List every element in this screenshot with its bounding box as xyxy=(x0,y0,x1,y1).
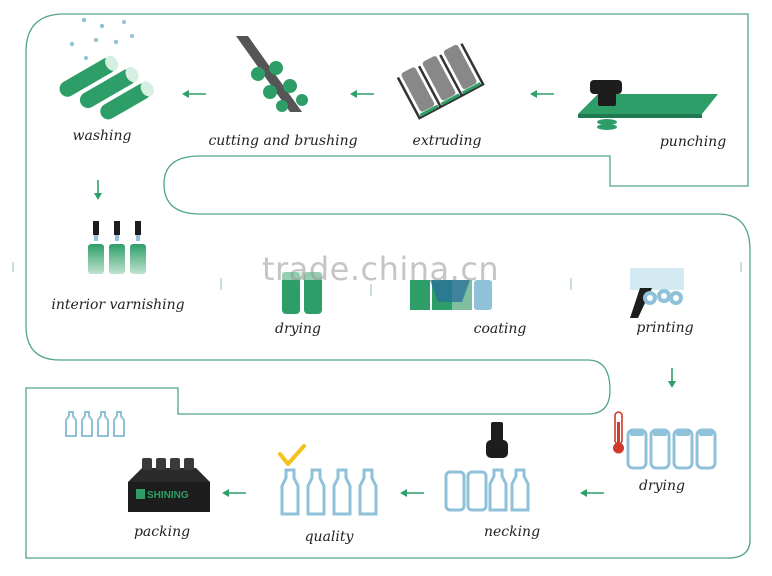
label-coating: coating xyxy=(473,321,527,337)
label-drying-1: drying xyxy=(274,321,322,337)
flow-path-outline xyxy=(25,13,751,559)
packing-box-icon xyxy=(128,458,210,512)
flow-arrow xyxy=(94,180,102,200)
label-printing: printing xyxy=(636,320,694,336)
box-brand-text: SHINING xyxy=(147,490,189,501)
drying-cans-blue-icon xyxy=(630,430,713,436)
coating-icon xyxy=(410,280,492,310)
label-washing: washing xyxy=(72,128,132,144)
checkmark-icon xyxy=(278,444,306,466)
quality-cans-icon xyxy=(280,468,378,516)
drying-cans-green-icon xyxy=(282,272,322,314)
flow-arrow xyxy=(668,368,676,388)
flow-arrow xyxy=(350,90,374,98)
watermark: trade.china.cn xyxy=(262,250,500,288)
small-cans-icon xyxy=(65,411,125,437)
label-interior-varnishing: interior varnishing xyxy=(51,297,185,313)
punching-icon xyxy=(578,80,718,130)
cutting-brushing-icon xyxy=(236,36,308,112)
interior-varnishing-icon xyxy=(88,221,146,274)
flow-arrow xyxy=(400,489,424,497)
flow-arrow xyxy=(222,489,246,497)
flow-arrow xyxy=(182,90,206,98)
printing-icon xyxy=(630,268,684,318)
label-drying-2: drying xyxy=(638,478,686,494)
extruding-icon xyxy=(396,43,485,120)
drying-cans-blue-icon xyxy=(626,428,717,470)
flow-arrow xyxy=(530,90,554,98)
flow-arrow xyxy=(580,489,604,497)
label-necking: necking xyxy=(483,524,541,540)
necking-icon xyxy=(444,422,530,512)
label-packing: packing xyxy=(133,524,191,540)
label-extruding: extruding xyxy=(412,133,482,149)
label-cutting-brushing: cutting and brushing xyxy=(208,133,358,149)
label-punching: punching xyxy=(659,134,727,150)
washing-icon xyxy=(59,17,154,120)
flow-arrow xyxy=(12,262,742,296)
thermometer-icon xyxy=(613,411,624,454)
label-quality: quality xyxy=(304,529,354,545)
